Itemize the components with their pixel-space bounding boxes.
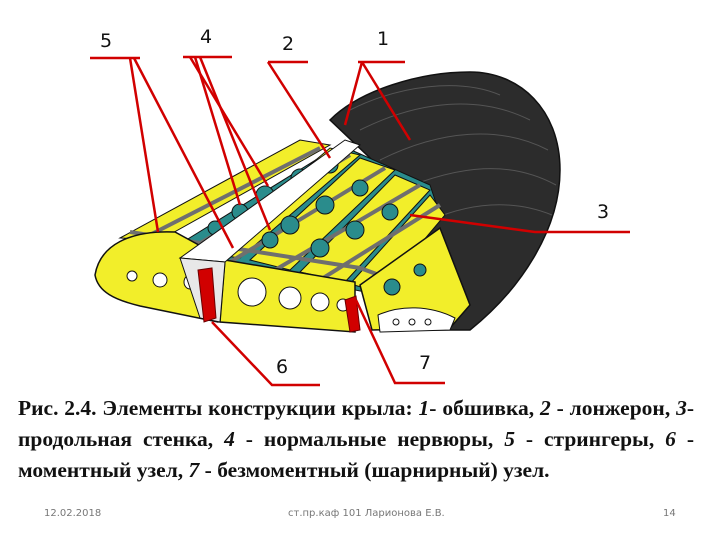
caption-n6: 6	[665, 427, 676, 451]
callout-7: 7	[419, 352, 432, 374]
caption-t5: - стрингеры,	[514, 427, 666, 451]
caption-prefix: Рис. 2.4. Элементы конструкции крыла:	[18, 396, 419, 420]
middle-rib	[219, 259, 356, 333]
caption-n7: 7	[188, 458, 200, 482]
caption-n1: 1	[418, 396, 430, 420]
leader-lines	[90, 55, 630, 387]
footer-author: ст.пр.каф 101 Ларионова Е.В.	[288, 508, 445, 519]
footer-page-number: 14	[663, 508, 676, 519]
caption-t3: - продольная стенка,	[18, 396, 694, 451]
rear-rib	[359, 226, 471, 333]
joint-fittings	[197, 267, 361, 333]
caption-t6: - моментный узел,	[18, 427, 695, 482]
callout-5: 5	[100, 30, 113, 52]
caption-t7: - безмоментный (шарнирный) узел.	[199, 458, 550, 482]
callout-4: 4	[200, 26, 213, 48]
caption-n5: 5	[504, 427, 515, 451]
wing-structure-diagram	[90, 55, 630, 387]
caption-n3: 3	[676, 396, 687, 420]
caption-t2: - лонжерон,	[550, 396, 677, 420]
caption-n2: 2	[540, 396, 551, 420]
callout-3: 3	[597, 201, 610, 223]
caption-n4: 4	[224, 427, 235, 451]
callout-1: 1	[377, 28, 390, 50]
caption-t4: - нормальные нервюры,	[234, 427, 505, 451]
caption-t1: - обшивка,	[429, 396, 541, 420]
figure-caption: Рис. 2.4. Элементы конструкции крыла: 1-…	[18, 393, 694, 486]
callout-2: 2	[282, 33, 295, 55]
callout-6: 6	[276, 356, 289, 378]
footer-date: 12.02.2018	[44, 508, 102, 519]
